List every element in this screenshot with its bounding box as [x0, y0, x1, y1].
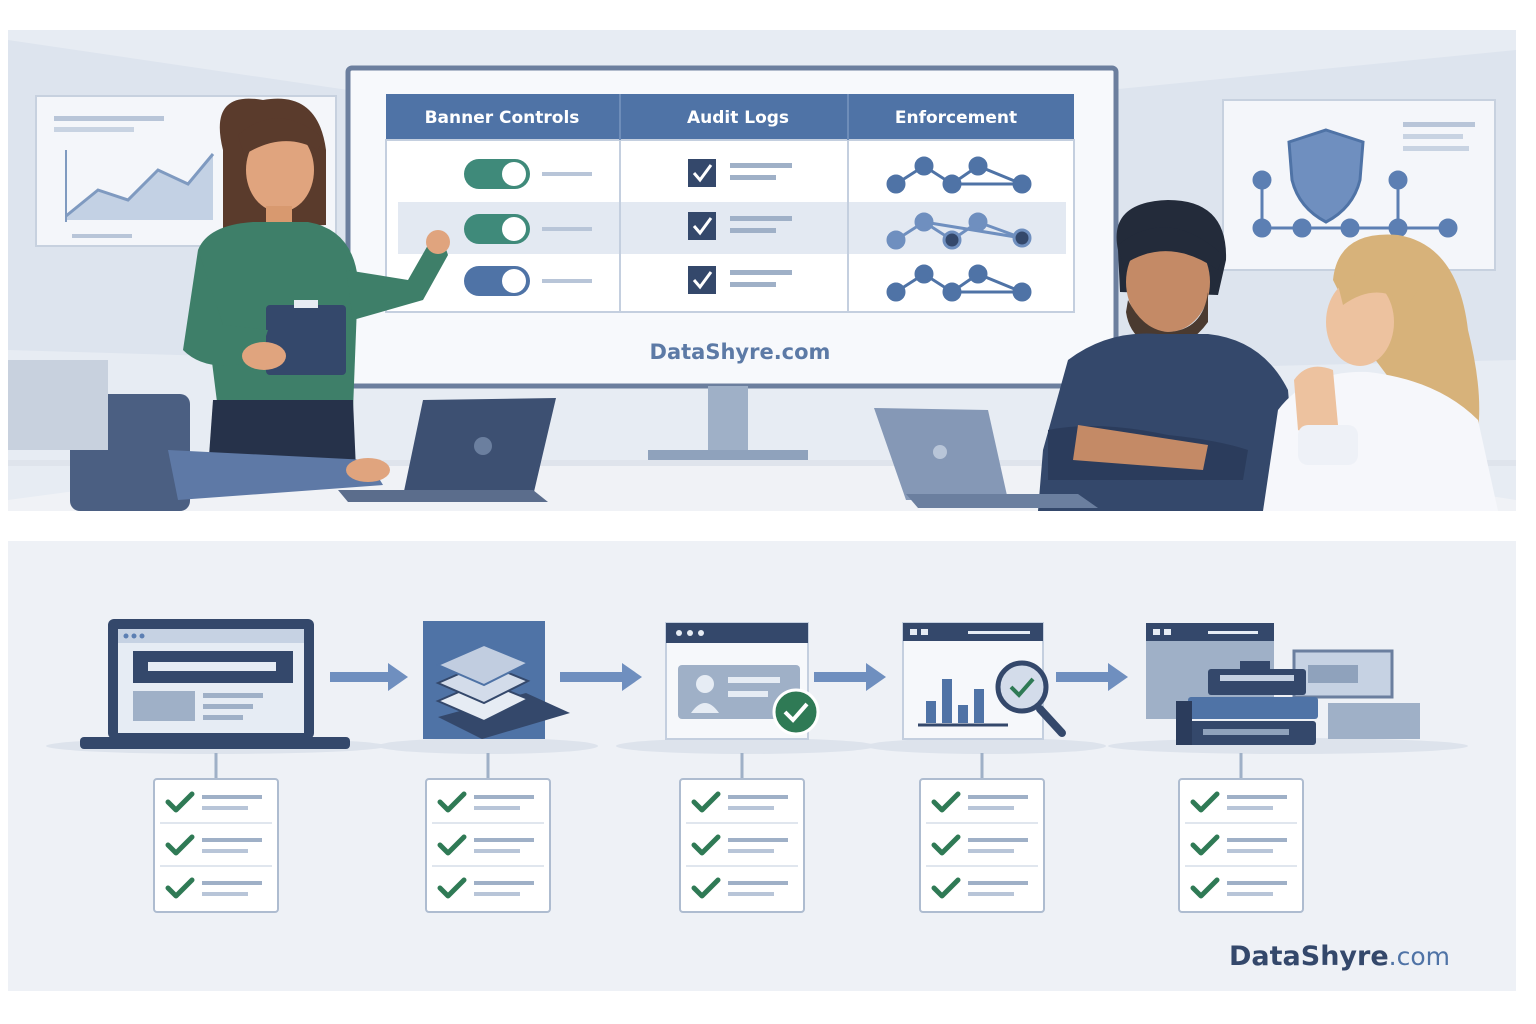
checkmark-icon: [165, 877, 195, 899]
checklist-card: [919, 753, 1045, 913]
brand-suffix: .com: [1389, 942, 1450, 971]
checklist-line: [728, 806, 774, 810]
checkmark-icon: [165, 791, 195, 813]
column-header-enforcement: Enforcement: [895, 108, 1017, 128]
checkmark-icon: [931, 877, 961, 899]
checklist-card-body: [1178, 778, 1304, 913]
presenter-woman: [183, 98, 450, 470]
column-header-audit-logs: Audit Logs: [687, 108, 789, 128]
checkmark-icon: [691, 791, 721, 813]
checklist-line: [968, 892, 1014, 896]
toggle-switch: [464, 266, 592, 296]
checklist-line: [1227, 849, 1273, 853]
meeting-scene-panel: Banner Controls Audit Logs Enforcement: [8, 30, 1516, 511]
seated-woman: [1263, 234, 1498, 511]
checklist-card-body: [679, 778, 805, 913]
server-storage-icon: [1108, 623, 1468, 754]
checklist-card: [425, 753, 551, 913]
checklist-line: [474, 892, 520, 896]
process-flow-panel: DataShyre.com: [8, 541, 1516, 991]
checklist-card-body: [919, 778, 1045, 913]
checklist-card: [1178, 753, 1304, 913]
checklist-line: [1227, 838, 1287, 842]
checklist-line: [202, 881, 262, 885]
checkbox-checked: [688, 266, 792, 294]
checkmark-icon: [1190, 877, 1220, 899]
checklist-line: [968, 795, 1028, 799]
checklist-line: [1227, 892, 1273, 896]
arrow-right-icon: [560, 663, 642, 691]
controls-table: Banner Controls Audit Logs Enforcement: [385, 94, 1075, 364]
checklist-line: [1227, 795, 1287, 799]
checkmark-icon: [1190, 834, 1220, 856]
website-laptop-icon: [46, 619, 386, 754]
checklists: [153, 753, 1304, 913]
seated-man: [1038, 200, 1298, 511]
network-graph-icon: [886, 264, 1032, 302]
checklist-line: [202, 806, 248, 810]
checklist-line: [474, 849, 520, 853]
checklist-line: [728, 849, 774, 853]
checkmark-icon: [437, 791, 467, 813]
shield-icon: [1287, 128, 1365, 224]
checkmark-icon: [437, 877, 467, 899]
verified-profile-icon: [616, 622, 876, 754]
checkmark-icon: [437, 834, 467, 856]
process-flow-diagram: DataShyre.com: [8, 541, 1516, 991]
checklist-line: [728, 892, 774, 896]
checklist-line: [728, 795, 788, 799]
checklist-line: [968, 838, 1028, 842]
toggle-switch: [464, 214, 592, 244]
checklist-line: [968, 849, 1014, 853]
network-graph-icon: [886, 212, 1032, 250]
checklist-card: [679, 753, 805, 913]
checklist-line: [1227, 806, 1273, 810]
meeting-scene-illustration: Banner Controls Audit Logs Enforcement: [8, 30, 1516, 511]
checklist-line: [474, 806, 520, 810]
brand-logo-text: DataShyre.com: [1229, 941, 1450, 972]
checkmark-icon: [1190, 791, 1220, 813]
board-watermark: DataShyre.com: [650, 340, 831, 364]
toggle-switch: [464, 159, 592, 189]
typing-person-arm: [168, 450, 390, 500]
analytics-search-icon: [866, 622, 1106, 754]
checklist-line: [474, 838, 534, 842]
arrow-right-icon: [814, 663, 886, 691]
checklist-line: [202, 849, 248, 853]
network-graph-icon: [886, 156, 1032, 194]
checkbox-checked: [688, 212, 792, 240]
checklist-card: [153, 753, 279, 913]
checklist-card-body: [153, 778, 279, 913]
arrow-right-icon: [1056, 663, 1128, 691]
checklist-line: [202, 838, 262, 842]
brand-name: DataShyre: [1229, 941, 1389, 972]
checklist-line: [728, 838, 788, 842]
laptop-right: [874, 408, 1098, 508]
checklist-line: [202, 892, 248, 896]
checkbox-checked: [688, 159, 792, 187]
office-chair: [8, 360, 190, 511]
checklist-line: [968, 806, 1014, 810]
arrow-right-icon: [330, 663, 408, 691]
laptop-left: [338, 398, 556, 502]
checkmark-icon: [165, 834, 195, 856]
checklist-line: [968, 881, 1028, 885]
checkmark-icon: [691, 877, 721, 899]
checkmark-icon: [931, 791, 961, 813]
checklist-line: [728, 881, 788, 885]
layers-stack-icon: [378, 621, 598, 754]
flow-arrows: [330, 663, 1128, 691]
checklist-line: [474, 795, 534, 799]
column-header-banner-controls: Banner Controls: [425, 108, 580, 128]
checklist-line: [474, 881, 534, 885]
checklist-card-body: [425, 778, 551, 913]
checkmark-icon: [691, 834, 721, 856]
checklist-line: [202, 795, 262, 799]
checkmark-icon: [931, 834, 961, 856]
checklist-line: [1227, 881, 1287, 885]
